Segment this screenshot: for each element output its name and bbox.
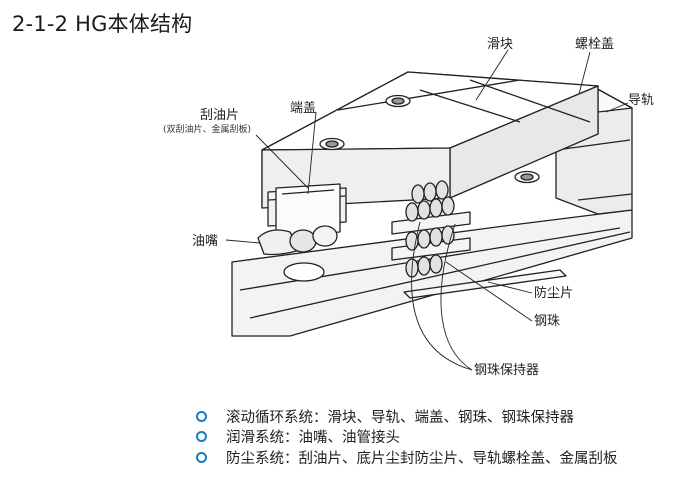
steel-balls xyxy=(405,180,455,278)
label-end-cap: 端盖 xyxy=(290,101,316,116)
label-slider: 滑块 xyxy=(487,37,513,52)
bullet-circle-icon xyxy=(196,451,207,463)
bullet-circle-icon xyxy=(196,431,207,443)
system-list: 滚动循环系统：滑块、导轨、端盖、钢珠、钢珠保持器 润滑系统：油嘴、油管接头 防尘… xyxy=(196,406,618,468)
list-item: 润滑系统：油嘴、油管接头 xyxy=(196,427,618,448)
list-item: 滚动循环系统：滑块、导轨、端盖、钢珠、钢珠保持器 xyxy=(196,406,618,427)
grease-nipple xyxy=(257,225,338,282)
page-title: 2-1-2 HG本体结构 xyxy=(12,12,193,36)
label-scraper-note: (双刮油片、金属刮板) xyxy=(163,123,251,135)
bullet-circle-icon xyxy=(196,410,207,422)
label-scraper: 刮油片 xyxy=(200,108,239,123)
label-steel-ball: 钢珠 xyxy=(534,314,560,329)
list-item: 防尘系统：刮油片、底片尘封防尘片、导轨螺栓盖、金属刮板 xyxy=(196,447,618,468)
slider-block xyxy=(261,71,599,209)
hg-block-diagram: 滑块 螺栓盖 导轨 刮油片 (双刮油片、金属刮板) 端盖 油嘴 防尘片 钢珠 钢… xyxy=(163,37,654,378)
label-rail: 导轨 xyxy=(628,93,654,108)
leader-lines xyxy=(225,49,629,371)
label-bolt-cap: 螺栓盖 xyxy=(575,37,614,52)
label-grease-nipple: 油嘴 xyxy=(192,234,218,249)
label-ball-retainer: 钢珠保持器 xyxy=(474,363,539,378)
bottom-seal xyxy=(403,269,567,299)
label-bottom-seal: 防尘片 xyxy=(534,285,573,301)
